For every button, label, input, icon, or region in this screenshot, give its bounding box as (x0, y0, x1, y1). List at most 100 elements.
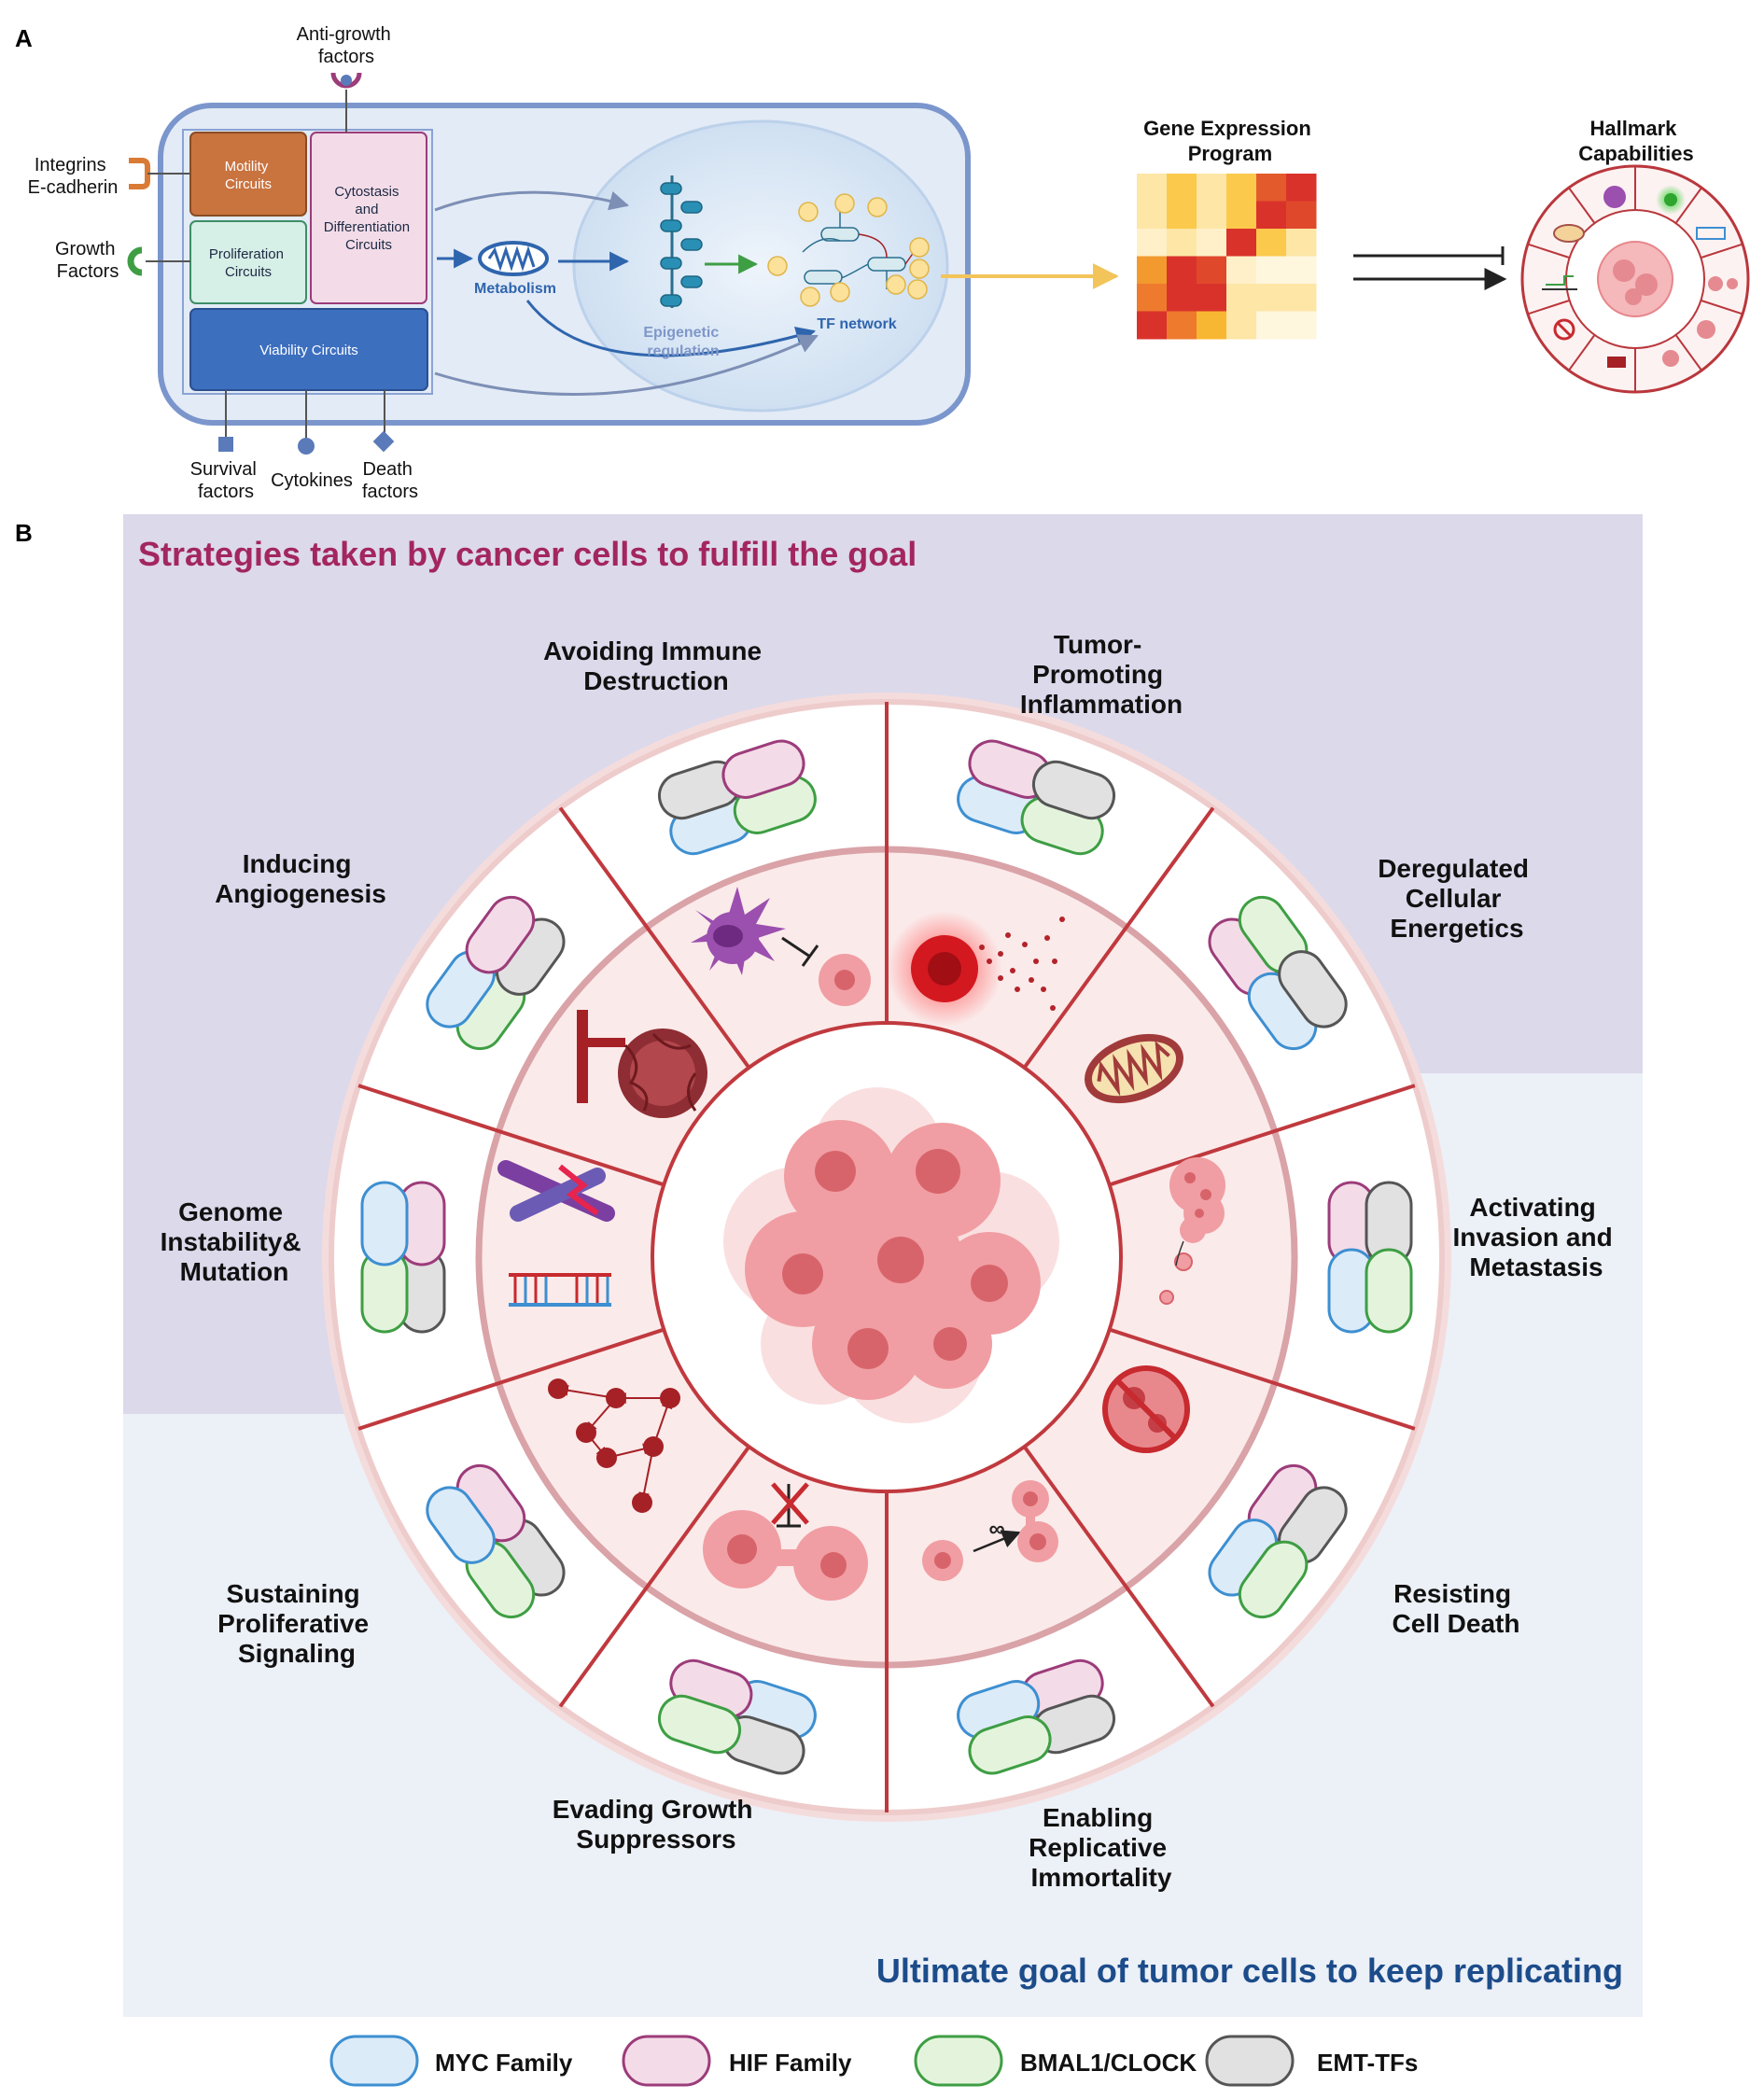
survival-factor-icon (218, 437, 233, 452)
wheel-spoke (357, 1084, 665, 1187)
motility-circuits-label: Motility Circuits (225, 159, 273, 192)
tf-capsule (360, 1181, 409, 1266)
cytokine-dot (1010, 968, 1015, 973)
nucleosome-icon (660, 182, 682, 195)
proliferation-circuits-box (189, 220, 307, 304)
heatmap-cell (1137, 201, 1168, 230)
chromosome-icon (497, 1160, 615, 1222)
label-invasion-metastasis: Activating Invasion and Metastasis (1453, 1193, 1620, 1281)
mini-blocked-icon (1553, 318, 1575, 341)
label-deregulated-energetics: Deregulated Cellular Energetics (1378, 854, 1536, 943)
mini-spoke (1674, 334, 1702, 371)
label-sustaining-proliferative: Sustaining Proliferative Signaling (217, 1579, 376, 1668)
arrow-cytostasis-to-epigenetic (434, 190, 630, 212)
heatmap-cell (1256, 229, 1287, 257)
wheel-spoke (1022, 806, 1215, 1070)
signaling-network-icon (548, 1378, 680, 1513)
tf-capsule (465, 895, 536, 974)
nucleosome-icon (660, 294, 682, 307)
mini-promoter-icon (1546, 275, 1574, 286)
legend-label-hif: HIF Family (729, 2049, 852, 2077)
mitochondrion-large-icon (1085, 1033, 1183, 1104)
cytokine-dot (1052, 959, 1057, 964)
label-resisting-death: Resisting Cell Death (1393, 1579, 1520, 1638)
cytokine-dot (1005, 932, 1011, 938)
legend-swatch-hif (622, 2035, 711, 2087)
mini-spoke (1701, 243, 1743, 259)
heatmap-cell (1167, 311, 1197, 340)
label-inducing-angiogenesis: Inducing Angiogenesis (215, 849, 386, 908)
tf-node-icon (907, 279, 928, 300)
heatmap-cell (1226, 229, 1257, 257)
tf-node-icon (909, 259, 930, 279)
heatmap-cell (1137, 229, 1168, 257)
apoptosis-blocked-icon (1102, 1365, 1190, 1453)
legend-item-myc: MYC Family (329, 2035, 573, 2087)
epigenetic-label: Epigenetic regulation (643, 325, 722, 359)
tf-capsule (426, 1486, 496, 1564)
legend-swatch-bmal1 (914, 2035, 1003, 2087)
label-genome-instability: Genome Instability& Mutation (161, 1197, 309, 1286)
signal-node (632, 1492, 652, 1513)
legend-label-bmal1: BMAL1/CLOCK (1020, 2049, 1197, 2077)
immune-cell-icon (691, 887, 786, 975)
cytokine-dot (987, 959, 992, 964)
gene-expression-title: Gene Expression Program (1143, 117, 1317, 165)
anti-growth-label: Anti-growth factors (297, 24, 397, 67)
signal-node (548, 1378, 568, 1399)
nucleosome-icon (680, 238, 703, 251)
heatmap-cell (1286, 174, 1317, 202)
panel-a: A Motility Circuits Proliferation Circui… (15, 24, 1750, 502)
hallmark-mini-wheel (1520, 164, 1750, 394)
cytostasis-circuits-box (310, 132, 427, 304)
heatmap-cell (1256, 284, 1287, 312)
panel-a-label: A (15, 24, 33, 52)
angiogenesis-icon (577, 1010, 707, 1118)
heatmap-cell (1256, 311, 1287, 340)
growth-receptor-icon (127, 246, 143, 276)
heatmap-cell (1256, 201, 1287, 230)
tf-capsule (968, 1715, 1052, 1775)
mitochondrion-cristae (487, 245, 536, 272)
signal-node (596, 1448, 617, 1468)
signal-node (606, 1388, 626, 1408)
tf-node-icon (830, 282, 850, 302)
cytokine-dot (1022, 942, 1028, 947)
heatmap-cell (1286, 229, 1317, 257)
cytokines-label: Cytokines (271, 470, 353, 491)
cytokine-icon (298, 438, 315, 455)
heatmap-cell (1197, 201, 1227, 230)
cytokine-dot (998, 951, 1003, 957)
heatmap-cell (1286, 256, 1317, 285)
tf-capsule (1031, 760, 1116, 820)
cytokine-dot (1015, 987, 1020, 992)
panel-b: B Strategies taken by cancer cells to fu… (15, 514, 1643, 2017)
wheel-spoke (1022, 1445, 1215, 1708)
wheel-spoke (558, 1445, 751, 1708)
heatmap-cell (1226, 201, 1257, 230)
tf-capsule (657, 1694, 742, 1755)
nucleosome-icon (660, 257, 682, 270)
growth-factors-label: Growth Factors (55, 239, 120, 282)
gene-expression-heatmap (1137, 174, 1317, 340)
survival-factors-label: Survival factors (190, 459, 262, 502)
integrin-receptor-icon (129, 158, 150, 189)
cytokine-dot (1029, 977, 1034, 983)
mini-spoke (1527, 299, 1570, 315)
tf-node-icon (909, 237, 930, 258)
heatmap-cell (1167, 229, 1197, 257)
death-factor-icon (372, 430, 395, 453)
heatmap-cell (1167, 284, 1197, 312)
mini-metastasis-icon (1708, 276, 1723, 291)
legend-item-bmal1: BMAL1/CLOCK (914, 2035, 1197, 2087)
tf-node-icon (834, 193, 855, 214)
cytokine-dot (1044, 935, 1050, 941)
mini-immune-icon (1603, 186, 1626, 208)
heatmap-cell (1226, 311, 1257, 340)
mini-spoke (1701, 299, 1743, 315)
strategies-title: Strategies taken by cancer cells to fulf… (138, 535, 917, 573)
tf-capsule (1365, 1248, 1413, 1334)
mini-spoke (1674, 187, 1702, 224)
central-tumor-icon (723, 1087, 1059, 1423)
heatmap-cell (1197, 229, 1227, 257)
